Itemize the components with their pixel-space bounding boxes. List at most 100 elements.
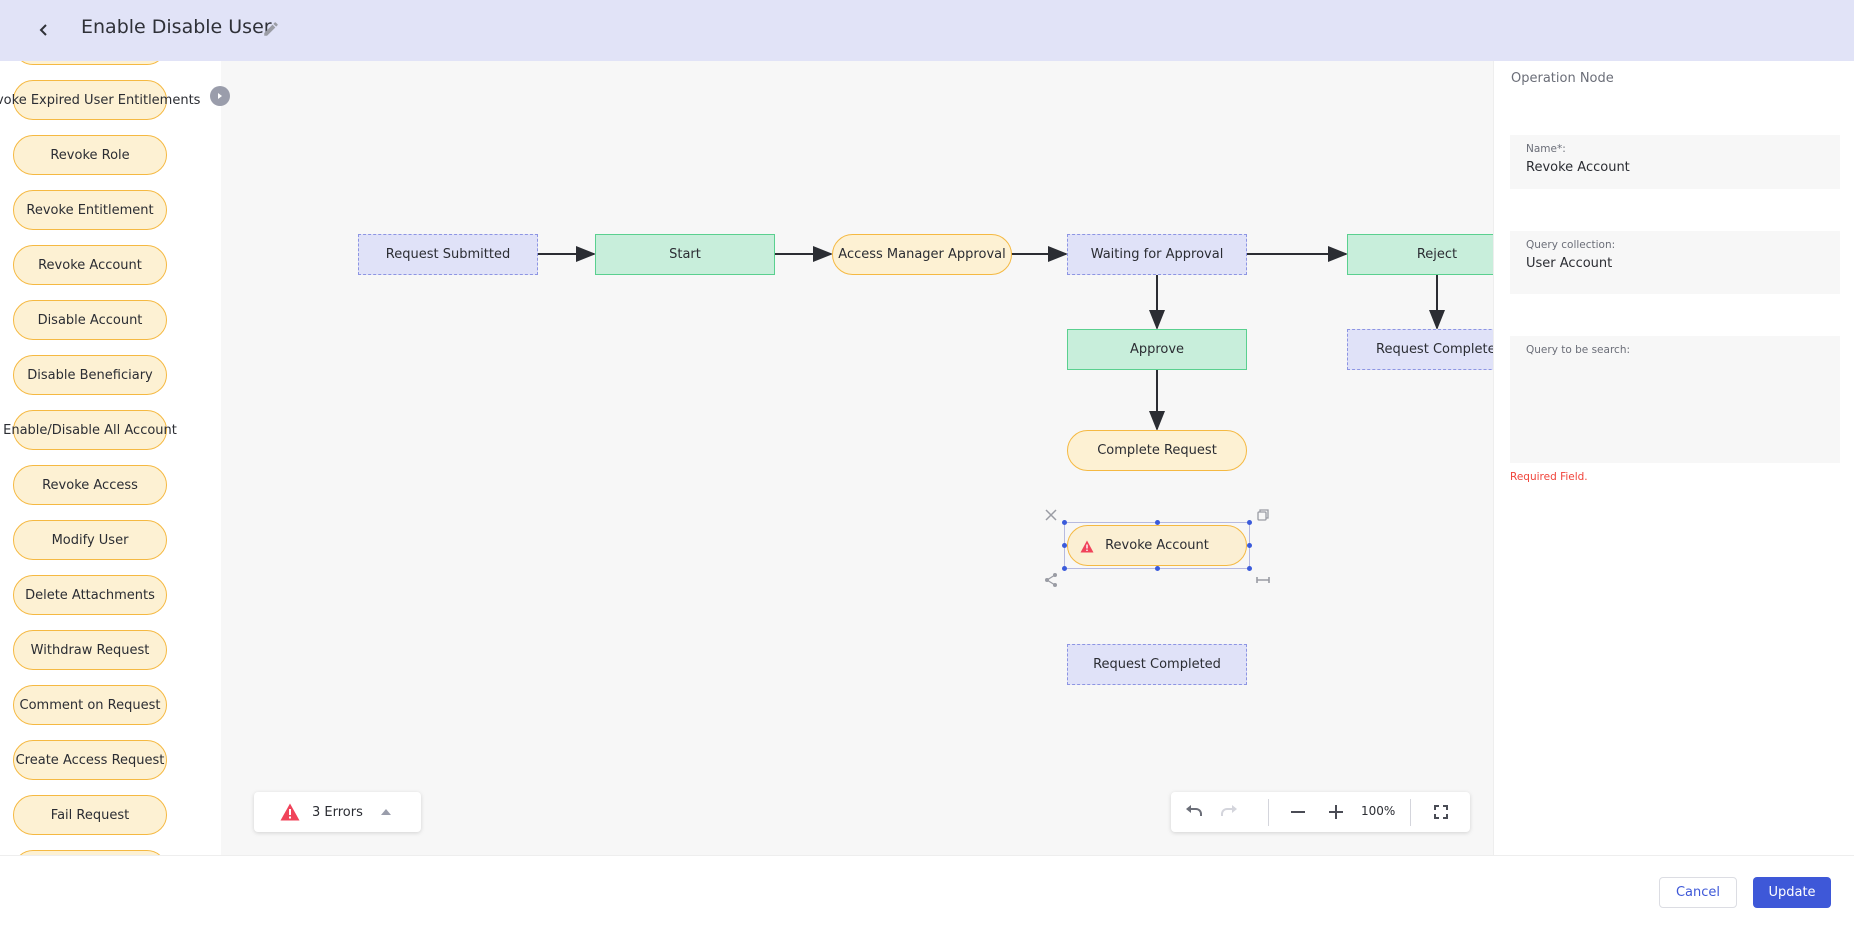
node-label: Request Completed (1093, 657, 1221, 672)
name-label: Name*: (1526, 143, 1566, 155)
query-collection-field[interactable]: Query collection: User Account (1510, 231, 1840, 294)
palette-item-label: Comment on Request (19, 697, 161, 713)
node-label: Access Manager Approval (838, 247, 1006, 262)
errors-toggle[interactable]: 3 Errors (254, 792, 421, 832)
resize-handle[interactable] (1062, 543, 1067, 548)
cancel-button[interactable]: Cancel (1659, 877, 1737, 908)
palette-item-label: Enable/Disable All Account (3, 422, 177, 438)
palette-item-label: Revoke Expired User Entitlements (0, 92, 201, 108)
resize-width-icon[interactable] (1255, 572, 1271, 588)
zoom-toolbar: 100% (1171, 792, 1470, 832)
zoom-in-button[interactable] (1326, 802, 1346, 822)
share-connect-icon[interactable] (1043, 572, 1059, 588)
palette-item[interactable]: Revoke Role (13, 135, 167, 175)
palette-item[interactable]: Withdraw Request (13, 630, 167, 670)
name-value: Revoke Account (1526, 160, 1630, 175)
required-field-error: Required Field. (1510, 471, 1588, 483)
plus-icon (1329, 805, 1343, 819)
palette-item-label: Revoke Entitlement (26, 202, 154, 218)
palette-item-label: Create Access Request (15, 752, 165, 768)
zoom-out-button[interactable] (1288, 802, 1308, 822)
palette-item[interactable]: Create Access Request (13, 740, 167, 780)
node-label: Revoke Account (1105, 538, 1209, 553)
header: Enable Disable User (0, 0, 1854, 61)
undo-button[interactable] (1184, 802, 1204, 822)
palette-item[interactable]: Disable Beneficiary (13, 355, 167, 395)
undo-icon (1186, 805, 1202, 816)
node-label: Request Completed (1376, 342, 1493, 357)
resize-handle[interactable] (1155, 520, 1160, 525)
palette-item[interactable]: Revoke Entitlement (13, 190, 167, 230)
errors-count: 3 Errors (312, 804, 363, 820)
resize-handle[interactable] (1247, 520, 1252, 525)
palette-item-label: Revoke Access (42, 477, 138, 493)
node-label: Approve (1129, 342, 1185, 357)
redo-icon (1221, 805, 1237, 816)
palette-item[interactable]: Enable/Disable All Account (3, 410, 177, 450)
node-waiting-for-approval[interactable]: Waiting for Approval (1067, 234, 1247, 275)
palette-item[interactable]: Fail Request (13, 795, 167, 835)
palette-item[interactable]: Delete Attachments (13, 575, 167, 615)
palette-item[interactable]: Comment on Request (13, 685, 167, 725)
node-request-completed[interactable]: Request Completed (1067, 644, 1247, 685)
zoom-level: 100% (1361, 804, 1396, 818)
palette-item-label: Revoke Account (38, 257, 142, 273)
node-revoke-account[interactable]: Revoke Account (1067, 525, 1247, 566)
node-label: Request Submitted (385, 247, 511, 262)
palette-item[interactable]: Modify User (13, 520, 167, 560)
node-request-submitted[interactable]: Request Submitted (358, 234, 538, 275)
workflow-canvas[interactable]: Request Submitted Start Access Manager A… (221, 61, 1493, 855)
warning-icon (1080, 540, 1094, 553)
back-button[interactable] (30, 16, 58, 44)
warning-icon (280, 803, 300, 821)
divider (1268, 799, 1269, 826)
pencil-icon[interactable] (262, 20, 280, 38)
footer: Cancel Update (0, 855, 1854, 927)
collapse-palette-button[interactable] (210, 86, 230, 106)
node-label: Start (669, 247, 701, 262)
properties-panel: Operation Node Name*: Revoke Account Que… (1493, 61, 1854, 855)
node-label: Waiting for Approval (1090, 247, 1224, 262)
redo-button[interactable] (1219, 802, 1239, 822)
node-label: Complete Request (1097, 443, 1217, 458)
query-collection-value: User Account (1526, 256, 1613, 271)
palette-item[interactable]: Revoke Account (13, 245, 167, 285)
resize-handle[interactable] (1062, 566, 1067, 571)
palette-item-label: Fail Request (50, 807, 130, 823)
palette-item[interactable]: Disable Account (13, 300, 167, 340)
fullscreen-icon (1434, 805, 1448, 819)
palette-item[interactable]: Revoke Access (13, 465, 167, 505)
connectors (538, 246, 1445, 431)
update-button[interactable]: Update (1753, 877, 1831, 908)
palette-item-label: Disable Beneficiary (27, 367, 153, 383)
fit-screen-button[interactable] (1431, 802, 1451, 822)
resize-handle[interactable] (1247, 543, 1252, 548)
query-search-label: Query to be search: (1526, 344, 1631, 356)
node-reject[interactable]: Reject (1347, 234, 1493, 275)
node-label: Reject (1416, 247, 1458, 262)
delete-node-icon[interactable] (1043, 507, 1059, 523)
palette-item-label: Withdraw Request (30, 642, 150, 658)
palette-item[interactable] (13, 61, 167, 65)
name-field[interactable]: Name*: Revoke Account (1510, 135, 1840, 189)
node-access-manager-approval[interactable]: Access Manager Approval (832, 234, 1012, 275)
panel-title: Operation Node (1511, 71, 1614, 86)
node-complete-request[interactable]: Complete Request (1067, 430, 1247, 471)
node-approve[interactable]: Approve (1067, 329, 1247, 370)
resize-handle[interactable] (1247, 566, 1252, 571)
caret-up-icon (380, 809, 391, 815)
resize-handle[interactable] (1062, 520, 1067, 525)
duplicate-node-icon[interactable] (1255, 507, 1271, 523)
divider (1410, 799, 1411, 826)
query-collection-label: Query collection: (1526, 239, 1616, 251)
minus-icon (1291, 811, 1305, 813)
node-start[interactable]: Start (595, 234, 775, 275)
palette-item[interactable]: Revoke Expired User Entitlements (0, 80, 200, 120)
palette-item-label: Modify User (51, 532, 129, 548)
chevron-left-icon (39, 24, 47, 36)
resize-handle[interactable] (1155, 566, 1160, 571)
caret-right-icon (218, 93, 222, 99)
palette-item-label: Revoke Role (50, 147, 130, 163)
query-search-field[interactable]: Query to be search: (1510, 336, 1840, 463)
node-request-completed[interactable]: Request Completed (1347, 329, 1493, 370)
